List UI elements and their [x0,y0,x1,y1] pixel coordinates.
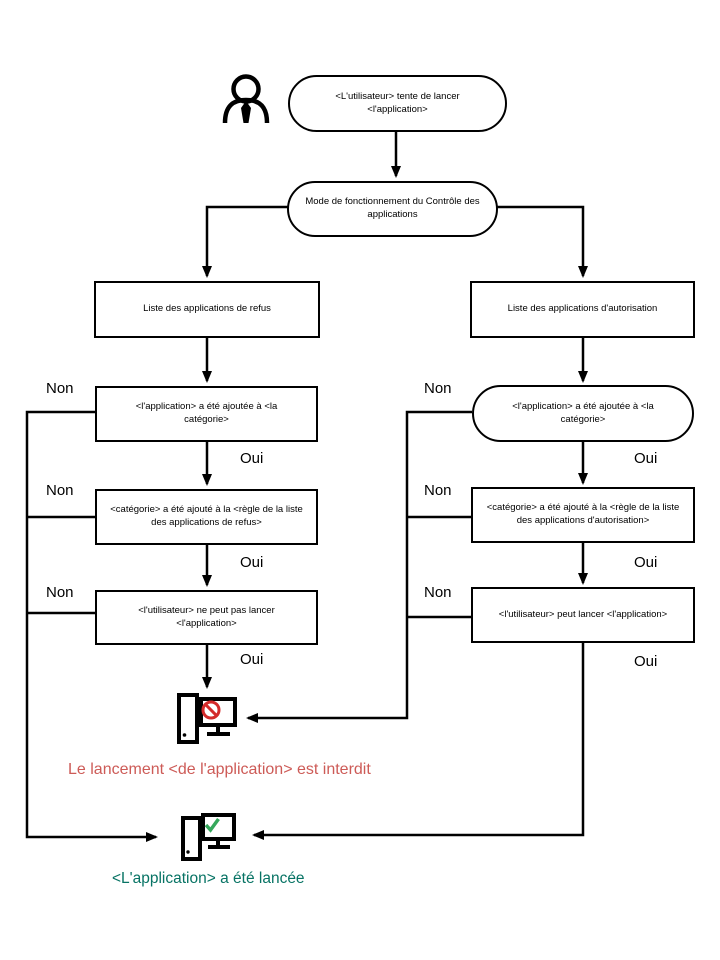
edge-allow-outcome-oui [252,643,585,840]
node-deny-category: <l'application> a été ajoutée à <la caté… [95,386,318,442]
computer-launched-icon [181,813,236,861]
edge-label-oui: Oui [240,450,264,467]
node-deny-list: Liste des applications de refus [94,281,320,338]
node-allow-outcome: <l'utilisateur> peut lancer <l'applicati… [471,587,695,643]
node-allow-category: <l'application> a été ajoutée à <la caté… [472,385,694,442]
node-allow-rule: <catégorie> a été ajouté à la <règle de … [471,487,695,543]
edge-label-oui: Oui [240,651,264,668]
edge-label-oui: Oui [634,653,658,670]
node-allow-list: Liste des applications d'autorisation [470,281,695,338]
edge-label-non: Non [424,584,452,601]
edge-label-non: Non [424,482,452,499]
result-launched-text: <L'application> a été lancée [112,870,305,887]
node-mode-label: Mode de fonctionnement du Contrôle des a… [305,196,480,220]
edge-label-non: Non [46,482,74,499]
edge-mode-to-allow-list [497,205,588,278]
check-icon [204,817,220,833]
edge-label-non: Non [46,584,74,601]
node-allow-rule-label: <catégorie> a été ajouté à la <règle de … [486,502,680,526]
node-mode: Mode de fonctionnement du Contrôle des a… [287,181,498,237]
edge-label-oui: Oui [634,450,658,467]
node-deny-rule: <catégorie> a été ajouté à la <règle de … [95,489,318,545]
edge-deny-non-rail [25,410,158,842]
result-blocked-text: Le lancement <de l'application> est inte… [68,761,371,778]
edge-mode-to-deny-list [202,205,288,278]
node-deny-outcome: <l'utilisateur> ne peut pas lancer <l'ap… [95,590,318,645]
node-allow-category-label: <l'application> a été ajoutée à <la caté… [512,400,654,425]
node-allow-list-label: Liste des applications d'autorisation [507,303,658,315]
computer-blocked-icon [177,693,237,744]
prohibition-sign-icon [201,700,221,720]
edge-label-oui: Oui [240,554,264,571]
edge-label-non: Non [424,380,452,397]
user-icon [222,74,270,124]
edge-label-oui: Oui [634,554,658,571]
node-start-label: <L'utilisateur> tente de lancer <l'appli… [335,90,460,115]
node-deny-outcome-label: <l'utilisateur> ne peut pas lancer <l'ap… [138,604,275,629]
edge-label-non: Non [46,380,74,397]
node-allow-outcome-label: <l'utilisateur> peut lancer <l'applicati… [498,608,668,620]
node-deny-rule-label: <catégorie> a été ajouté à la <règle de … [110,504,303,528]
node-deny-list-label: Liste des applications de refus [143,303,271,315]
node-start: <L'utilisateur> tente de lancer <l'appli… [288,75,507,132]
node-deny-category-label: <l'application> a été ajoutée à <la caté… [135,401,278,425]
edge-allow-non-rail [246,410,472,723]
